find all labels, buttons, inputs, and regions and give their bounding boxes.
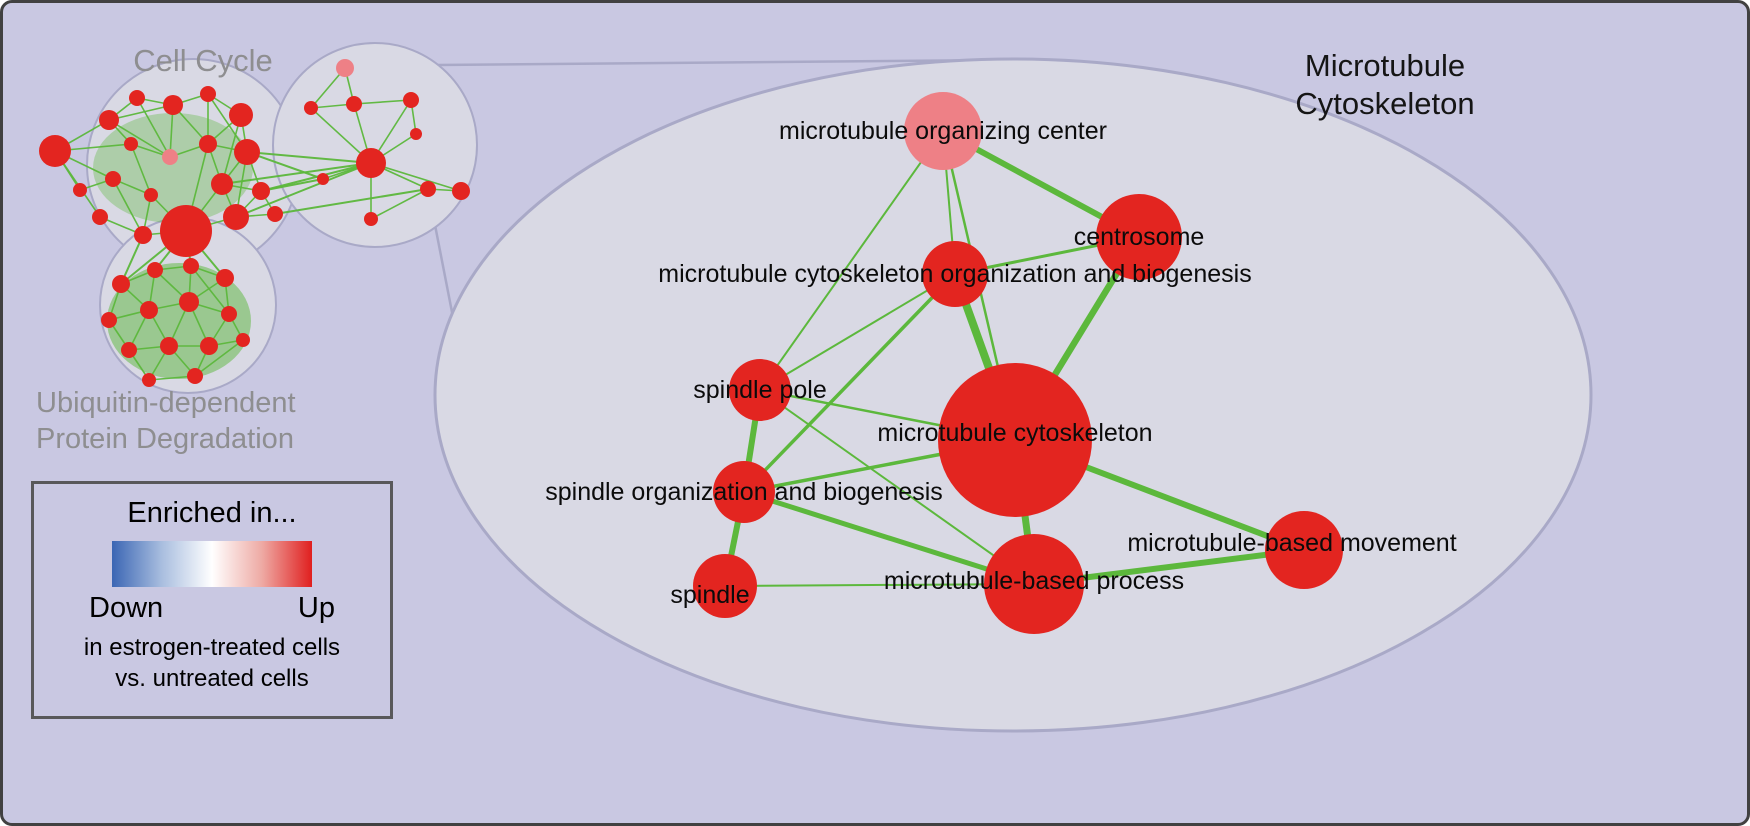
overview-node [304, 101, 318, 115]
overview-node [403, 92, 419, 108]
overview-node [216, 269, 234, 287]
overview-node [234, 139, 260, 165]
overview-node [99, 110, 119, 130]
overview-node [142, 373, 156, 387]
overview-node [317, 173, 329, 185]
overview-edge [246, 151, 372, 164]
legend-title: Enriched in... [127, 497, 297, 529]
overview-node [162, 149, 178, 165]
legend-caption-line1: in estrogen-treated cells [83, 634, 341, 661]
overview-node [129, 90, 145, 106]
overview-node [346, 96, 362, 112]
network-canvas: microtubule organizing center centrosome m… [39, 42, 1593, 733]
legend-box: Enriched in... Down Up in estrogen-treat… [31, 481, 393, 719]
node-label-spindle: spindle [670, 581, 749, 609]
overview-node [187, 368, 203, 384]
node-spindle_pole [729, 359, 791, 421]
overview-edge [136, 97, 171, 158]
legend-caption-line2: vs. untreated cells [115, 665, 309, 692]
overview-node [140, 301, 158, 319]
overview-edge [260, 178, 324, 192]
cluster-label-cell-cycle: Cell Cycle [133, 43, 273, 78]
edge-spindle_pole-mbp [759, 389, 1035, 585]
overview-node [92, 209, 108, 225]
overview-node [267, 206, 283, 222]
node-label-mbm: microtubule-based movement [1127, 529, 1456, 557]
overview-node [236, 333, 250, 347]
legend-gradient-bar [112, 541, 312, 587]
overview-edge [235, 162, 372, 218]
edge-sob-mbp [743, 489, 1035, 587]
overview-edge [246, 151, 324, 180]
overview-node [336, 59, 354, 77]
legend-down-label: Down [89, 592, 164, 624]
edge-mcob-sob [742, 272, 957, 494]
overview-edge [370, 162, 462, 192]
overview-node [364, 212, 378, 226]
overview-node [73, 183, 87, 197]
zoom-connector-line [436, 58, 1006, 67]
overview-node [179, 292, 199, 312]
overview-edge [370, 188, 429, 220]
legend-endpoint-labels: Down Up [89, 592, 335, 625]
overview-node [229, 103, 253, 127]
overview-node [134, 226, 152, 244]
overview-node [356, 148, 386, 178]
node-label-sob: spindle organization and biogenesis [545, 478, 943, 506]
edge-mcob-spindle_pole [759, 273, 956, 391]
node-spindle [693, 554, 757, 618]
overview-node [420, 181, 436, 197]
overview-edge [194, 339, 244, 377]
overview-node [121, 342, 137, 358]
overview-edge [112, 178, 144, 236]
node-label-moc: microtubule organizing center [779, 117, 1107, 145]
overview-edge [221, 162, 372, 185]
node-mc [938, 363, 1092, 517]
overview-node [183, 258, 199, 274]
node-label-mc: microtubule cytoskeleton [877, 419, 1152, 447]
overview-node [199, 135, 217, 153]
node-moc [904, 92, 982, 170]
edge-moc-spindle_pole [759, 130, 944, 391]
overview-node [200, 86, 216, 102]
overview-node [200, 337, 218, 355]
overview-node [223, 204, 249, 230]
node-sob [713, 461, 775, 523]
overview-node [144, 188, 158, 202]
cluster-label-microtubule-cytoskeleton: Microtubule Cytoskeleton [1295, 48, 1475, 121]
cluster-label-ubiquitin: Ubiquitin-dependent Protein Degradation [36, 387, 296, 456]
overview-node [105, 171, 121, 187]
node-label-spindle_pole: spindle pole [693, 376, 826, 404]
node-mbm [1265, 511, 1343, 589]
legend-up-label: Up [297, 592, 335, 624]
overview-node [211, 173, 233, 195]
overview-edge [130, 143, 152, 196]
overview-node [39, 135, 71, 167]
node-centrosome [1096, 194, 1182, 280]
overview-node [163, 95, 183, 115]
overview-edge [108, 104, 174, 121]
overview-node [252, 182, 270, 200]
edge-spindle-mbp [724, 583, 1035, 587]
node-mcob [922, 241, 988, 307]
overview-edge [108, 119, 171, 158]
overview-node [410, 128, 422, 140]
overview-edge [353, 99, 412, 105]
overview-node [112, 275, 130, 293]
overview-edge [274, 188, 429, 215]
overview-node [124, 137, 138, 151]
node-mbp [984, 534, 1084, 634]
overview-node [160, 337, 178, 355]
node-label-mbp: microtubule-based process [884, 567, 1184, 595]
overview-node [221, 306, 237, 322]
overview-node [160, 205, 212, 257]
overview-node [147, 262, 163, 278]
overview-node [101, 312, 117, 328]
node-label-centrosome: centrosome [1074, 223, 1205, 251]
overview-edge [190, 265, 230, 315]
overview-node [452, 182, 470, 200]
node-label-mcob: microtubule cytoskeleton organization an… [658, 260, 1251, 288]
